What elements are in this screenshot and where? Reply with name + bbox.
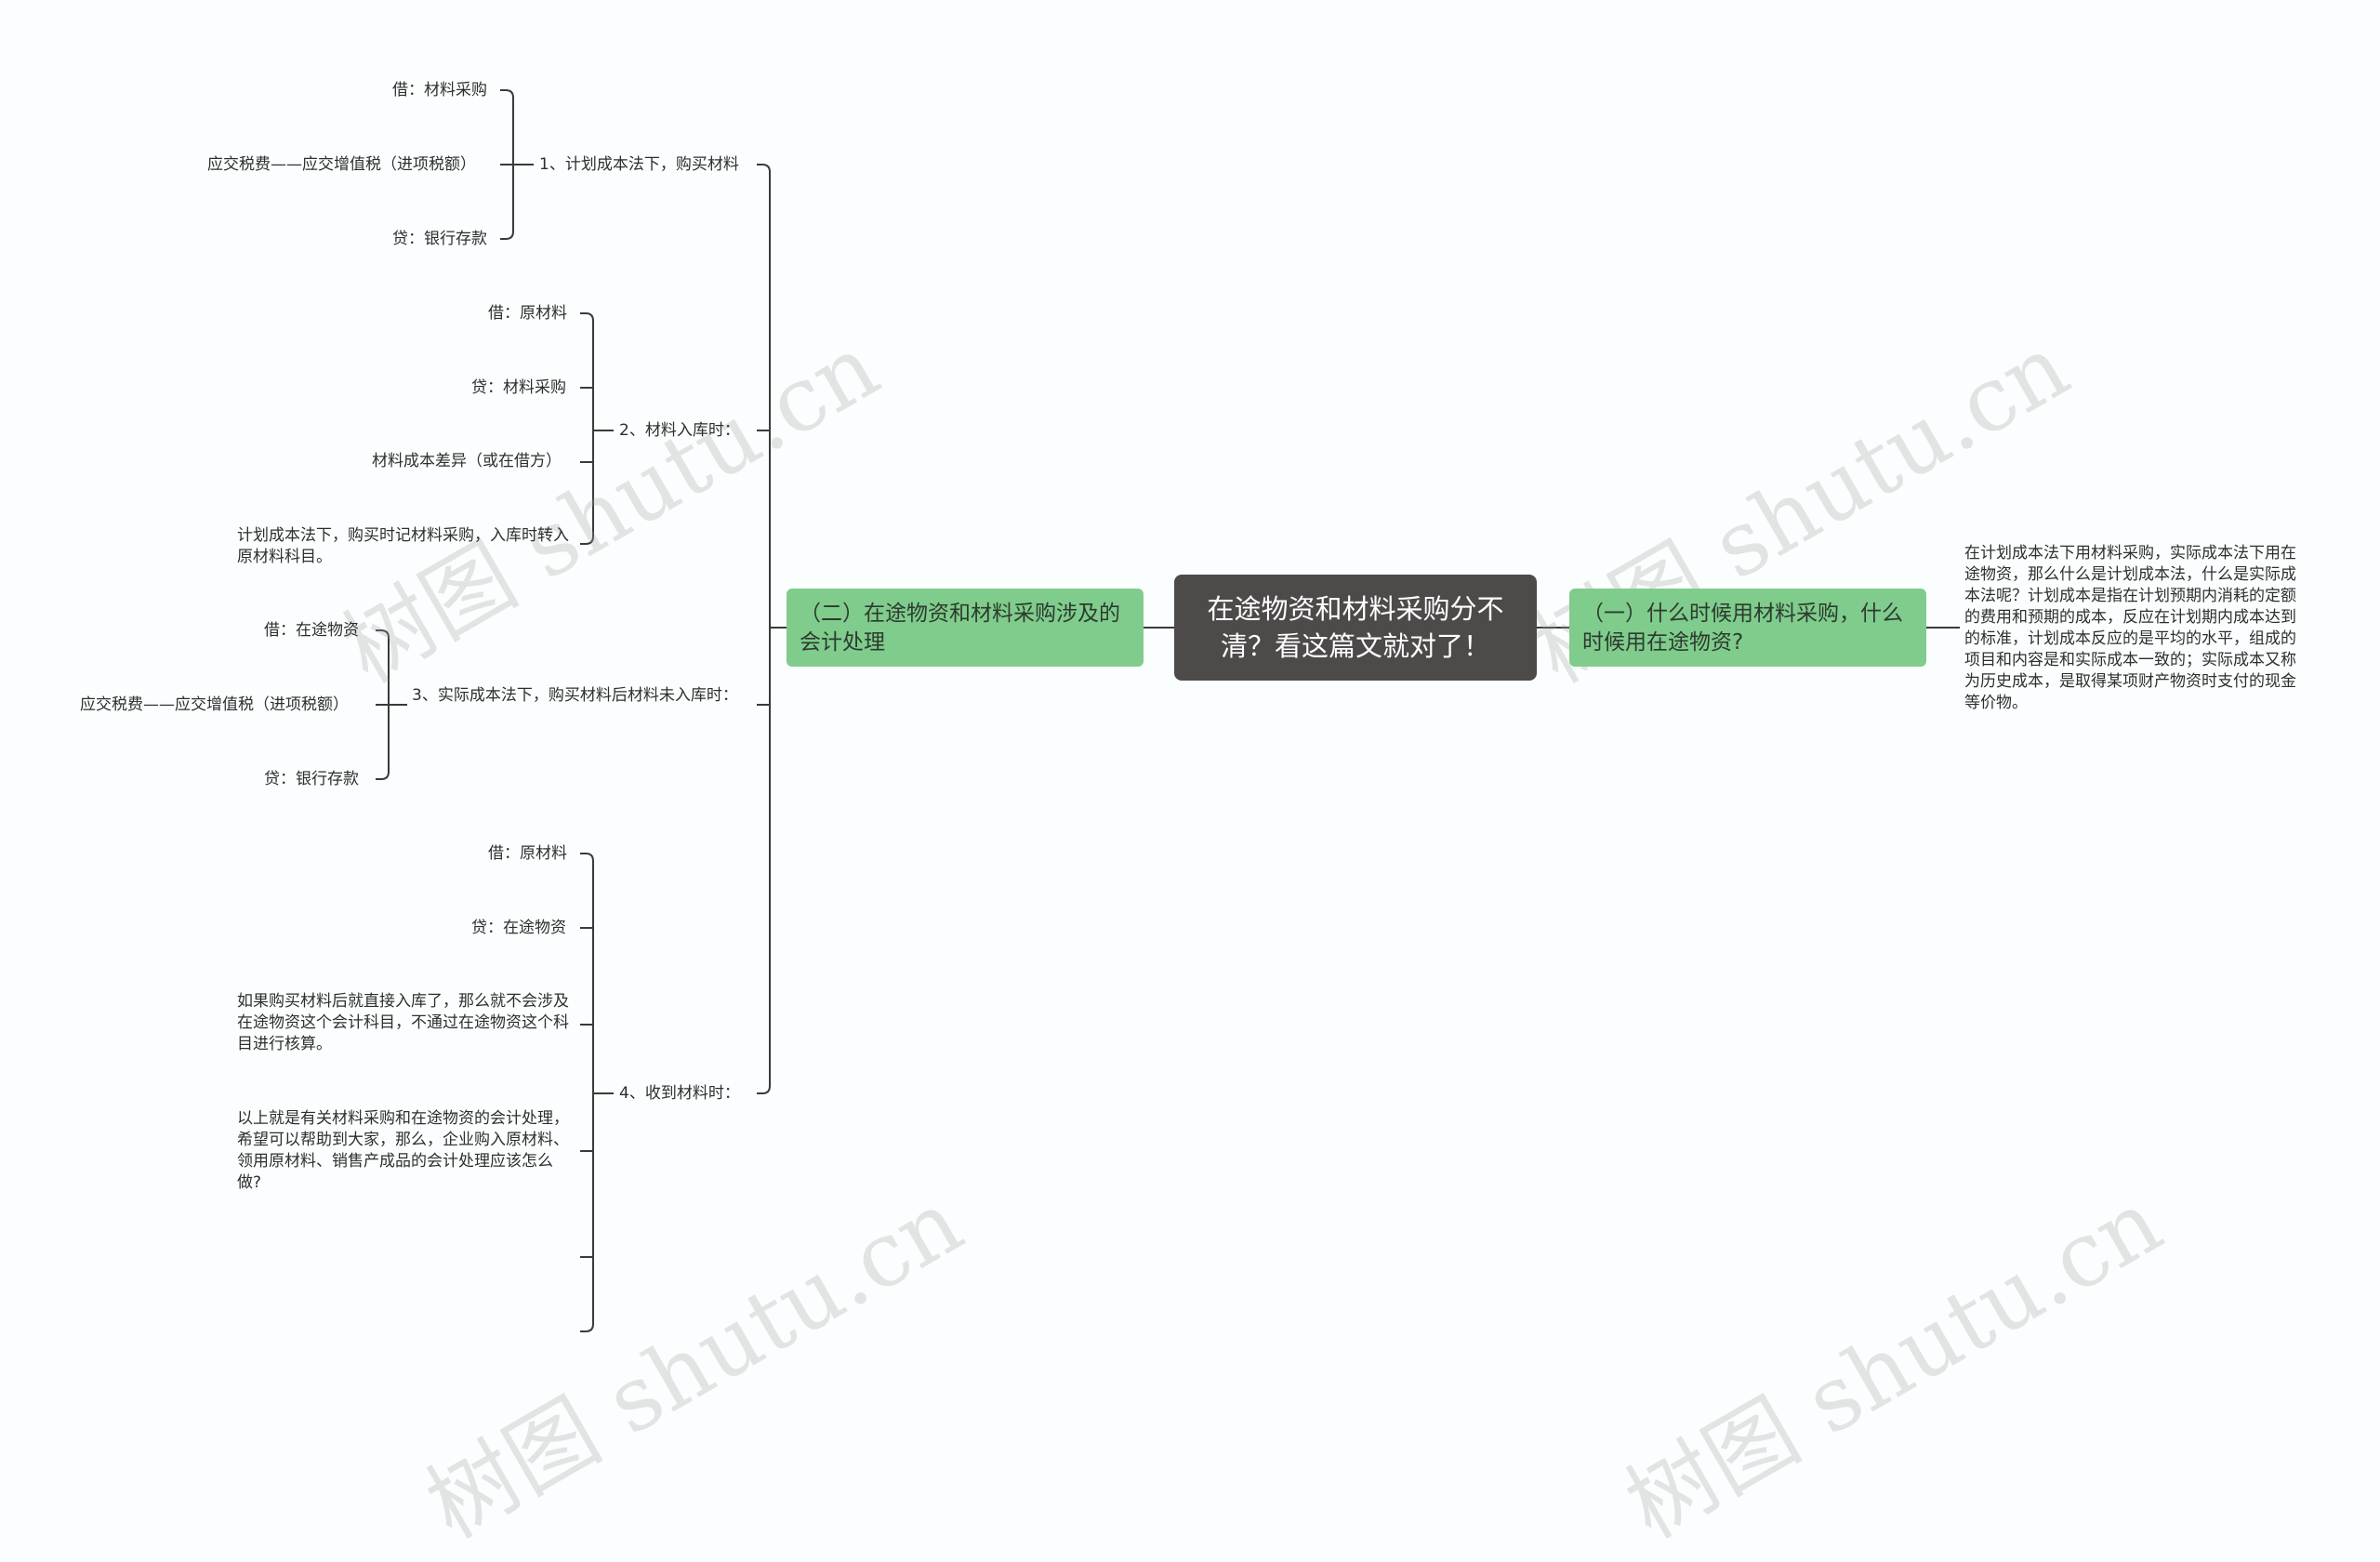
mind-map-canvas: 树图 shutu.cn 树图 shutu.cn 树图 shutu.cn 树图 s… — [80, 81, 2296, 1558]
leaf-item[interactable]: 贷：材料采购 — [471, 378, 566, 397]
leaf-item[interactable]: 如果购买材料后就直接入库了，那么就不会涉及在途物资这个会计科目，不通过在途物资这… — [237, 992, 569, 1053]
leaf-item[interactable]: 贷：银行存款 — [264, 770, 359, 788]
root-topic[interactable]: 在途物资和材料采购分不清？看这篇文就对了！ — [1174, 575, 1537, 681]
leaf-item[interactable]: 借：原材料 — [488, 844, 567, 863]
subtopic-3[interactable]: 3、实际成本法下，购买材料后材料未入库时： — [412, 686, 738, 705]
sub4-bracket — [580, 853, 594, 1332]
right-branch-label: （一）什么时候用材料采购，什么时候用在途物资? — [1582, 602, 1903, 655]
sub2-bracket — [580, 312, 594, 545]
left-branch-topic[interactable]: （二）在途物资和材料采购涉及的会计处理 — [787, 589, 1144, 667]
leaf-item[interactable]: 贷：银行存款 — [392, 230, 487, 248]
leaf-item[interactable]: 材料成本差异（或在借方） — [372, 452, 562, 470]
leaf-item[interactable]: 借：在途物资 — [264, 621, 359, 640]
leaf-item[interactable]: 贷：在途物资 — [471, 919, 566, 937]
leaf-item[interactable]: 计划成本法下，购买时记材料采购，入库时转入原材料科目。 — [237, 526, 569, 566]
root-topic-label: 在途物资和材料采购分不清？看这篇文就对了！ — [1207, 593, 1504, 662]
leaf-item[interactable]: 应交税费——应交增值税（进项税额） — [207, 155, 476, 174]
right-detail-text[interactable]: 在计划成本法下用材料采购，实际成本法下用在途物资，那么什么是计划成本法，什么是实… — [1964, 544, 2296, 712]
left-branch-label: （二）在途物资和材料采购涉及的会计处理 — [800, 602, 1120, 655]
subtopic-4[interactable]: 4、收到材料时： — [619, 1084, 740, 1103]
main-spine — [757, 164, 771, 1094]
subtopic-1[interactable]: 1、计划成本法下，购买材料 — [539, 155, 739, 174]
right-branch-topic[interactable]: （一）什么时候用材料采购，什么时候用在途物资? — [1569, 589, 1926, 667]
leaf-item[interactable]: 应交税费——应交增值税（进项税额） — [80, 695, 349, 714]
subtopic-2[interactable]: 2、材料入库时： — [619, 421, 740, 440]
connector-lines — [376, 89, 1960, 1332]
leaf-item[interactable]: 借：材料采购 — [392, 81, 487, 99]
leaf-item[interactable]: 以上就是有关材料采购和在途物资的会计处理，希望可以帮助到大家，那么，企业购入原材… — [237, 1109, 569, 1192]
leaf-item[interactable]: 借：原材料 — [488, 304, 567, 323]
